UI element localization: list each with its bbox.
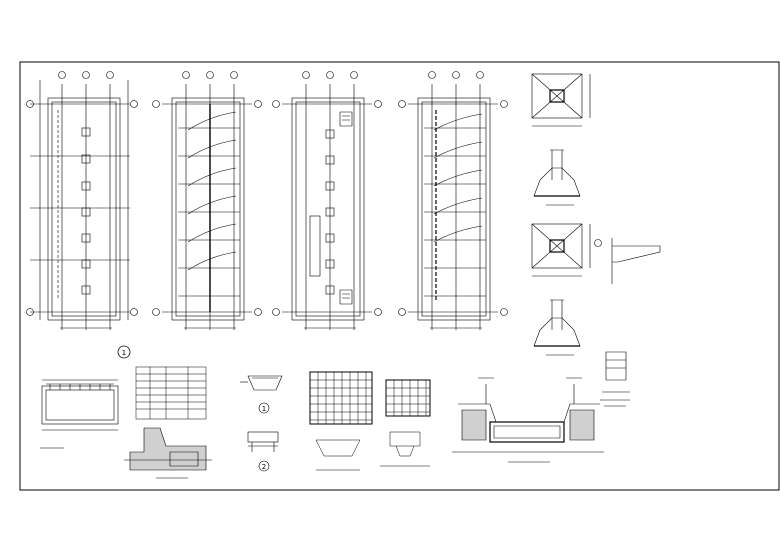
plan-4-top-reinforcement [398, 71, 508, 330]
detail-mark-2: 2 [262, 463, 266, 471]
grid-plan-1 [309, 371, 373, 471]
notes-marker [600, 399, 630, 407]
detail-mark-1: 1 [262, 405, 266, 413]
grid-plan-2 [380, 379, 431, 467]
pit-section [124, 427, 212, 479]
footing-detail-a [531, 73, 591, 206]
footing-detail-b [531, 223, 591, 356]
beam-detail-2 [247, 431, 279, 472]
sheet-border [19, 61, 780, 491]
plan-2-slab-reinforcement [152, 71, 262, 330]
north-marker [117, 345, 131, 359]
pit-long-section [452, 377, 604, 463]
section-mark-text: 1 [122, 349, 126, 357]
beam-detail-1 [240, 375, 283, 414]
plan-1-foundation [26, 71, 138, 330]
cantilever-detail [594, 238, 661, 393]
section-1-1 [40, 379, 119, 449]
plan-3-layout [272, 71, 382, 330]
rebar-schedule-table [135, 366, 207, 420]
